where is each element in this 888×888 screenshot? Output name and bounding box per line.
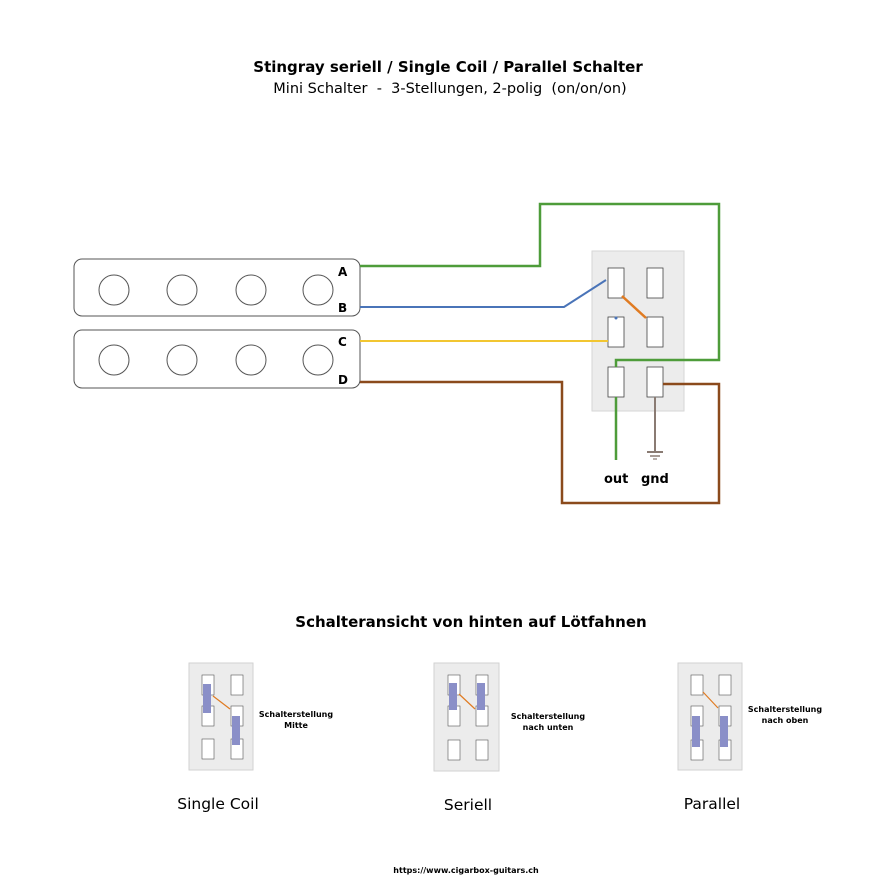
pole-piece [235,344,267,376]
switch-lug [201,738,215,760]
switch-body [677,662,743,771]
switch-lugs [607,267,664,398]
pickup-coil-1 [73,258,361,317]
wire-green-a [360,202,721,367]
switch-lug [607,267,625,299]
terminal-label-a: A [338,265,348,279]
switch-contact [449,683,457,710]
switch-lug [646,267,664,299]
diagram-title: Stingray seriell / Single Coil / Paralle… [253,58,643,76]
switch-contact [477,683,485,710]
switch-body [188,662,254,771]
switch-view-single-coil [188,662,254,771]
switch-view-seriell [433,662,500,772]
wire-orange-bridge [621,295,647,319]
switch-view-parallel [677,662,743,771]
switch-lug [646,316,664,348]
position-label-2-line1: Schalterstellung [511,712,585,721]
pole-piece [302,344,334,376]
caption-seriell: Seriell [444,796,492,814]
wire-blue-b [360,279,607,308]
position-label-3-line1: Schalterstellung [748,705,822,714]
footer-url: https://www.cigarbox-guitars.ch [393,866,539,875]
pole-piece [166,274,198,306]
ground-symbol [647,451,663,460]
switch-lug [447,739,461,761]
caption-single-coil: Single Coil [177,795,259,813]
pole-piece [302,274,334,306]
wire-brown-d [360,380,721,505]
diagram-subtitle: Mini Schalter - 3-Stellungen, 2-polig (o… [273,81,626,97]
pole-piece [98,274,130,306]
pickup-coil-2 [73,329,361,389]
bridge-wire [212,695,231,710]
switch-lug [646,366,664,398]
pole-piece [166,344,198,376]
terminal-label-b: B [338,301,347,315]
terminal-label-d: D [338,373,348,387]
switch-body [433,662,500,772]
pole-piece [235,274,267,306]
back-view-title: Schalteransicht von hinten auf Lötfahnen [295,613,646,631]
switch-contact [232,716,240,745]
solder-dot [614,316,618,320]
caption-parallel: Parallel [684,795,740,813]
bridge-wire [458,693,476,710]
bridge-wire [702,691,719,709]
switch-lug [475,739,489,761]
position-label-2-line2: nach unten [523,723,574,732]
switch-lug [718,674,732,696]
position-label-1-line2: Mitte [284,721,308,730]
switch-lug [607,316,625,348]
switch-lug [230,674,244,696]
pole-piece [98,344,130,376]
switch-contact [692,716,700,747]
output-label-out: out [604,472,628,487]
switch-lug [690,674,704,696]
position-label-3-line2: nach oben [762,716,809,725]
switch-contact [720,716,728,747]
switch-contact [203,684,211,713]
output-label-gnd: gnd [641,472,669,487]
switch-lug [607,366,625,398]
switch-body [591,250,685,412]
terminal-label-c: C [338,335,347,349]
position-label-1-line1: Schalterstellung [259,710,333,719]
